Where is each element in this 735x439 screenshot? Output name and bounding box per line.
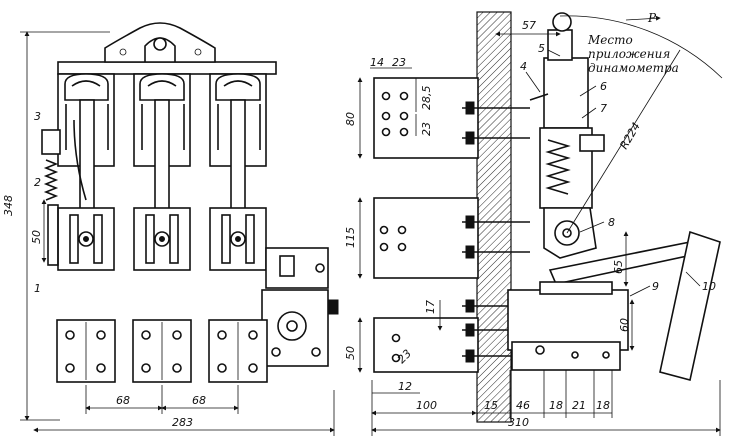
side-spring-assembly xyxy=(41,129,61,266)
callout-6: 6 xyxy=(600,80,607,93)
callout-5: 5 xyxy=(538,42,545,55)
left-dimensions xyxy=(20,31,335,436)
dim-pitch-1: 68 xyxy=(116,394,130,407)
dim-80: 80 xyxy=(344,112,357,126)
pole-2 xyxy=(133,73,191,271)
radius-arc xyxy=(559,15,723,79)
dim-50-right: 50 xyxy=(344,346,357,360)
dim-15: 15 xyxy=(484,399,498,412)
dim-width-total-left: 283 xyxy=(172,416,193,429)
right-dimensions xyxy=(357,31,721,436)
dim-width-total-right: 310 xyxy=(508,416,529,429)
top-yoke xyxy=(57,22,277,75)
dim-28-5: 28,5 xyxy=(420,86,433,111)
dim-46: 46 xyxy=(516,399,530,412)
callout-7: 7 xyxy=(600,102,607,115)
dim-radius: R224 xyxy=(617,120,643,151)
callout-9: 9 xyxy=(652,280,659,293)
dim-14: 14 xyxy=(370,56,384,69)
leader-lines xyxy=(525,49,701,297)
dim-115: 115 xyxy=(344,227,357,248)
dim-57: 57 xyxy=(522,19,536,32)
insulator-plates xyxy=(373,77,479,373)
dim-21: 21 xyxy=(572,399,586,412)
dim-pitch-2: 68 xyxy=(192,394,206,407)
callout-10: 10 xyxy=(702,280,716,293)
dim-height-total: 348 xyxy=(2,195,15,216)
dim-100: 100 xyxy=(416,399,437,412)
side-mechanism xyxy=(261,247,339,367)
note-line-3: динамометра xyxy=(588,61,679,75)
dim-17: 17 xyxy=(424,300,437,314)
left-view xyxy=(20,22,339,436)
terminal-blocks xyxy=(56,319,268,383)
mounting-post xyxy=(476,11,512,423)
radius-line xyxy=(566,49,681,234)
callout-3: 3 xyxy=(34,110,41,123)
dim-12: 12 xyxy=(398,380,412,393)
dim-65: 65 xyxy=(612,260,625,274)
note-line-2: приложения xyxy=(588,47,670,61)
dim-18-b: 18 xyxy=(596,399,610,412)
right-view xyxy=(357,11,723,436)
callout-1: 1 xyxy=(34,282,41,295)
bolts xyxy=(462,101,530,363)
dim-60: 60 xyxy=(618,318,631,332)
dim-23-vertical: 23 xyxy=(420,122,433,136)
pole-1 xyxy=(57,73,115,271)
callout-2: 2 xyxy=(34,176,41,189)
lever-blade xyxy=(507,230,721,381)
dim-18-a: 18 xyxy=(549,399,563,412)
pole-3 xyxy=(209,73,267,271)
dim-23: 23 xyxy=(392,56,406,69)
dim-side-50: 50 xyxy=(30,230,43,244)
contact-arm xyxy=(529,12,605,259)
note-line-1: Место xyxy=(587,33,633,47)
callout-4: 4 xyxy=(520,60,527,73)
force-label: P xyxy=(647,11,657,25)
force-arrow xyxy=(625,15,661,21)
callout-8: 8 xyxy=(608,216,615,229)
